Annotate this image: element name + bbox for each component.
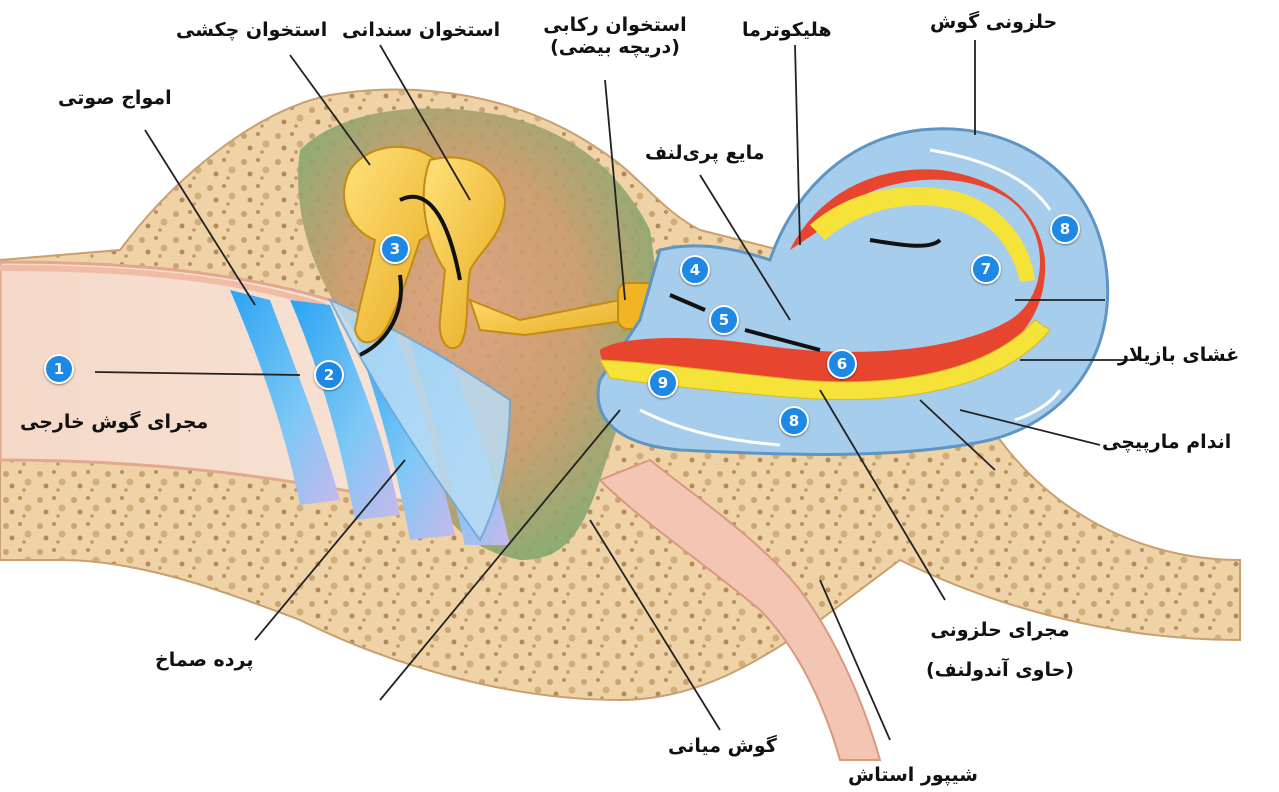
label-cochlear-duct-line1: مجرای حلزونی [905, 620, 1095, 642]
label-middle-ear: گوش میانی [668, 736, 777, 758]
label-cochlear-duct-line2: (حاوی آندولنف) [905, 660, 1095, 682]
label-sound-waves: امواج صوتی [58, 88, 172, 110]
step-badge-7: 7 [971, 254, 1001, 284]
label-helicotrema: هلیکوترما [742, 20, 832, 42]
label-stapes-line1: استخوان رکابی [530, 15, 700, 37]
label-eardrum: پرده صماخ [155, 650, 253, 672]
label-cochlea: حلزونی گوش [930, 12, 1057, 34]
label-cochlear-duct: مجرای حلزونی (حاوی آندولنف) [905, 620, 1095, 682]
step-badge-8-upper: 8 [1050, 214, 1080, 244]
step-badge-5: 5 [709, 305, 739, 335]
cochlea-outer [598, 129, 1108, 455]
step-badge-3: 3 [380, 234, 410, 264]
label-eustachian-tube: شیپور استاش [848, 765, 978, 787]
label-organ-of-corti: اندام مارپیچی [1102, 432, 1231, 454]
step-badge-6: 6 [827, 349, 857, 379]
label-stapes-line2: (دریچه بیضی) [530, 37, 700, 59]
label-external-canal: مجرای گوش خارجی [20, 412, 208, 434]
step-badge-2: 2 [314, 360, 344, 390]
label-basilar-membrane: غشای بازیلار [1118, 345, 1239, 367]
label-perilymph: مایع پری‌لنف [645, 143, 765, 165]
label-incus: استخوان سندانی [342, 20, 500, 42]
step-badge-8-lower: 8 [779, 406, 809, 436]
step-badge-9: 9 [648, 368, 678, 398]
cochlea [598, 129, 1108, 455]
label-malleus: استخوان چکشی [176, 20, 327, 42]
step-badge-4: 4 [680, 255, 710, 285]
step-badge-1: 1 [44, 354, 74, 384]
label-stapes: استخوان رکابی (دریچه بیضی) [530, 15, 700, 59]
